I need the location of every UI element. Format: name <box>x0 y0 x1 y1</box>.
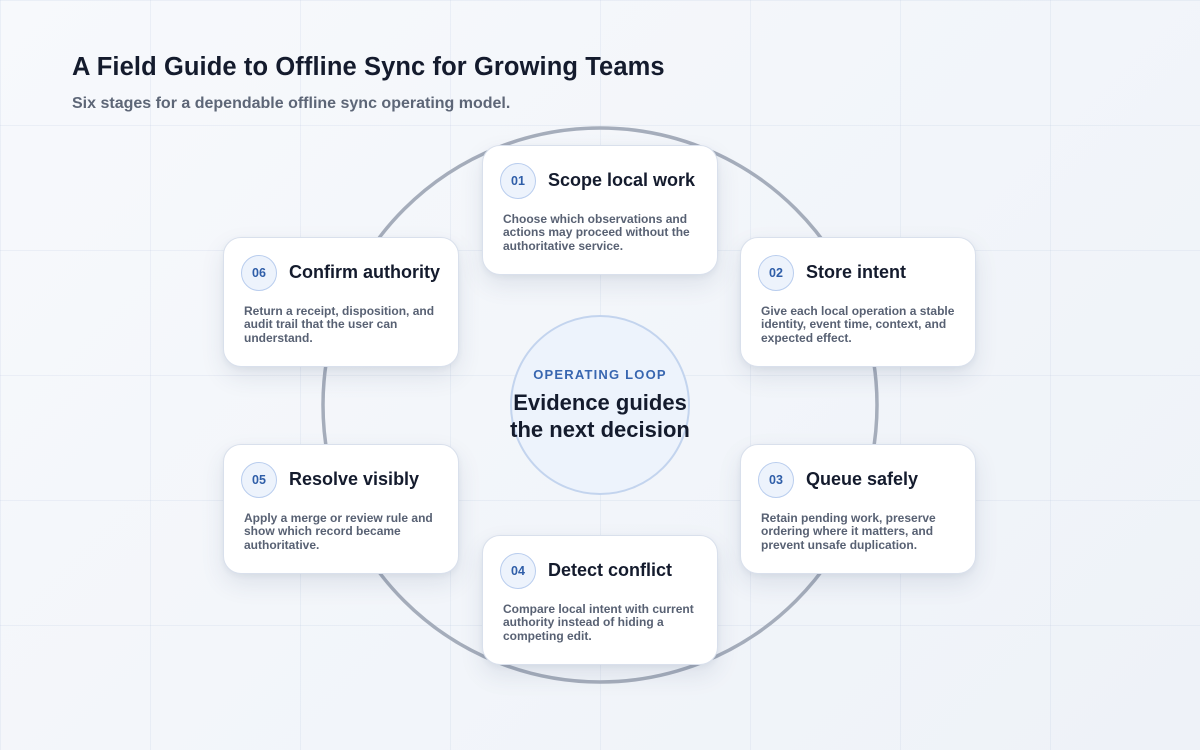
loop-ring-circle <box>321 126 879 684</box>
stage-description: Apply a merge or review rule and show wh… <box>244 511 433 552</box>
stage-title: Resolve visibly <box>289 469 420 490</box>
stage-description: Give each local operation a stable ident… <box>761 304 955 345</box>
stage-description: Compare local intent with current author… <box>503 602 694 643</box>
stage-title: Detect conflict <box>548 560 673 581</box>
stage-card-03: 03 Queue safely Retain pending work, pre… <box>740 444 976 574</box>
center-hub: OPERATING LOOP Evidence guides the next … <box>510 315 690 495</box>
stage-number-badge: 06 <box>241 255 277 291</box>
page-subtitle: Six stages for a dependable offline sync… <box>72 95 511 112</box>
stage-number-badge: 03 <box>758 462 794 498</box>
page-title: A Field Guide to Offline Sync for Growin… <box>72 53 665 81</box>
stage-card-02: 02 Store intent Give each local operatio… <box>740 237 976 367</box>
stage-number-badge: 05 <box>241 462 277 498</box>
stage-number-badge: 04 <box>500 553 536 589</box>
stage-title: Confirm authority <box>289 262 440 283</box>
stage-description: Choose which observations and actions ma… <box>503 212 690 253</box>
center-kicker: OPERATING LOOP <box>533 367 667 383</box>
stage-card-04: 04 Detect conflict Compare local intent … <box>482 535 718 665</box>
stage-description: Return a receipt, disposition, and audit… <box>244 304 435 345</box>
stage-card-05: 05 Resolve visibly Apply a merge or revi… <box>223 444 459 574</box>
stage-card-06: 06 Confirm authority Return a receipt, d… <box>223 237 459 367</box>
stage-title: Store intent <box>806 262 907 283</box>
stage-number-badge: 02 <box>758 255 794 291</box>
stage-description: Retain pending work, preserve ordering w… <box>761 511 936 552</box>
stage-card-01: 01 Scope local work Choose which observa… <box>482 145 718 275</box>
stage-title: Queue safely <box>806 469 919 490</box>
center-text: Evidence guides the next decision <box>510 390 690 442</box>
stage-title: Scope local work <box>548 170 696 191</box>
stage-number-badge: 01 <box>500 163 536 199</box>
